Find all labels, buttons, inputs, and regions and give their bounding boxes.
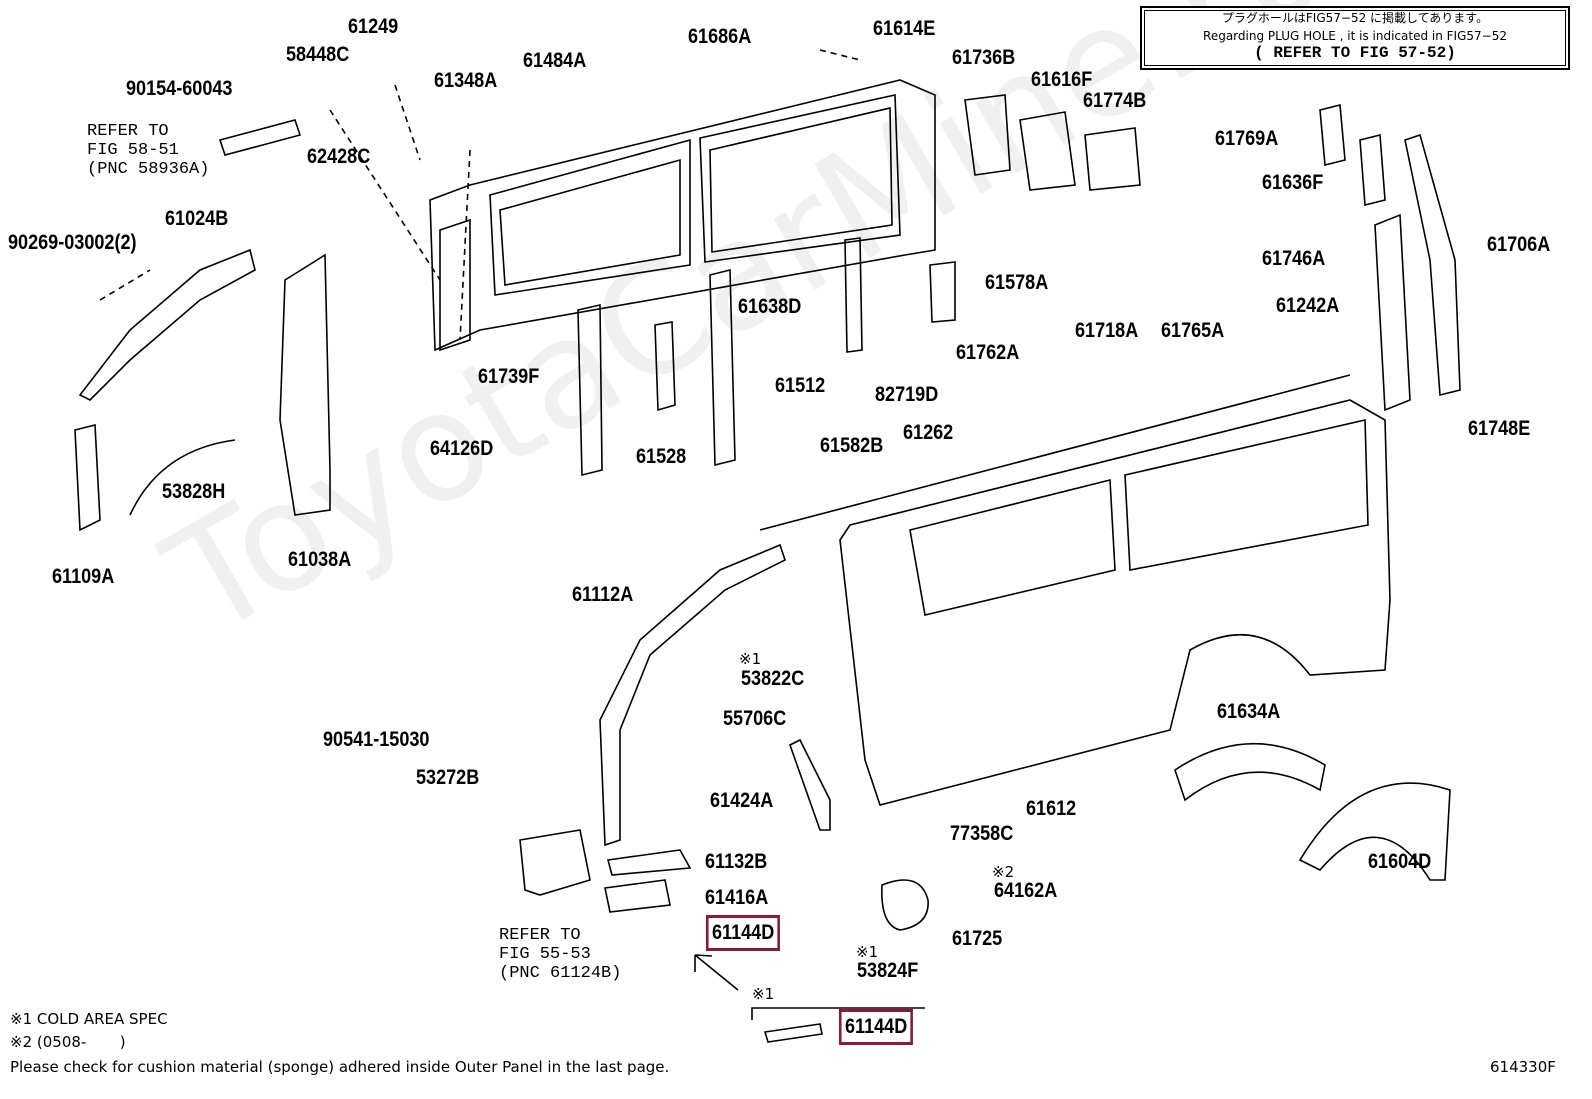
panel-61424a-drawing (789, 738, 831, 831)
part-label-61262[interactable]: 61262 (903, 421, 954, 444)
panel-61132b-drawing (606, 849, 692, 876)
part-label-61132b[interactable]: 61132B (705, 850, 768, 873)
part-label-61578a[interactable]: 61578A (985, 271, 1049, 294)
part-label-53822c[interactable]: 53822C (741, 667, 805, 690)
leader-lines (99, 49, 861, 341)
part-label-53824f[interactable]: 53824F (857, 959, 919, 982)
part-label-53828h[interactable]: 53828H (162, 480, 226, 503)
part-label-61614e[interactable]: 61614E (873, 17, 936, 40)
note-mark-1: ※1 (856, 943, 879, 961)
notice-japanese: プラグホールはFIG57−52 に掲載してあります。 (1221, 11, 1489, 25)
pillar-61512-drawing (709, 268, 736, 467)
part-label-58448c[interactable]: 58448C (286, 43, 350, 66)
part-label-61638d[interactable]: 61638D (738, 295, 802, 318)
part-label-61612[interactable]: 61612 (1026, 797, 1077, 820)
part-label-55706c[interactable]: 55706C (723, 707, 787, 730)
part-label-61249[interactable]: 61249 (348, 15, 399, 38)
part-label-61636f[interactable]: 61636F (1262, 171, 1324, 194)
footnote-date-range: ※2 (0508- ) (10, 1033, 126, 1051)
part-label-61242a[interactable]: 61242A (1276, 294, 1340, 317)
pillar-61109a-drawing (74, 423, 101, 532)
notice-reference: ( REFER TO FIG 57-52) (1254, 44, 1456, 62)
pointer-arrow-drawing (694, 954, 739, 991)
part-label-61416a[interactable]: 61416A (705, 886, 769, 909)
bracket-61636f-drawing (1359, 133, 1386, 207)
part-label-61582b[interactable]: 61582B (820, 434, 884, 457)
pillar-61024b-drawing (78, 248, 256, 401)
note-mark-1: ※1 (739, 650, 762, 668)
part-label-61746a[interactable]: 61746A (1262, 247, 1326, 270)
part-label-61109a[interactable]: 61109A (52, 565, 115, 588)
side-outer-panel-drawing (759, 374, 1391, 806)
panel-61416a-drawing (604, 879, 671, 913)
pillar-61739f-drawing (577, 304, 603, 477)
panel-61774b-drawing (1084, 127, 1141, 191)
part-label-61774b[interactable]: 61774B (1083, 89, 1147, 112)
part-label-90541-15030[interactable]: 90541-15030 (323, 728, 430, 751)
part-label-61144d-cold-area-highlighted[interactable]: 61144D (838, 1009, 914, 1045)
part-label-61024b[interactable]: 61024B (165, 207, 229, 230)
pillar-61706a-drawing (1404, 133, 1461, 397)
pillar-61112a-drawing (599, 543, 786, 847)
part-label-61144d-highlighted[interactable]: 61144D (705, 915, 781, 951)
part-label-61769a[interactable]: 61769A (1215, 127, 1279, 150)
part-label-61424a[interactable]: 61424A (710, 789, 774, 812)
part-label-64126d[interactable]: 64126D (430, 437, 494, 460)
bracket-58936a-drawing (218, 119, 302, 156)
part-label-61528[interactable]: 61528 (636, 445, 687, 468)
panel-61616f-drawing (1019, 111, 1076, 191)
part-label-61748e[interactable]: 61748E (1468, 417, 1531, 440)
part-label-82719d[interactable]: 82719D (875, 383, 939, 406)
part-label-61604d[interactable]: 61604D (1368, 850, 1432, 873)
part-label-61348a[interactable]: 61348A (434, 69, 498, 92)
pillar-61528-drawing (654, 321, 676, 412)
bracket-61578a-drawing (929, 261, 956, 323)
part-label-61762a[interactable]: 61762A (956, 341, 1020, 364)
pillar-61746a-drawing (1374, 213, 1411, 412)
wheelhouse-61604d-drawing (1298, 782, 1451, 881)
roof-inner-panel-drawing (429, 79, 936, 352)
panel-61736b-drawing (964, 94, 1011, 176)
part-label-77358c[interactable]: 77358C (950, 822, 1014, 845)
plug-hole-notice: プラグホールはFIG57−52 に掲載してあります。 Regarding PLU… (1140, 6, 1570, 70)
part-label-61725[interactable]: 61725 (952, 927, 1003, 950)
part-label-61686a[interactable]: 61686A (688, 25, 752, 48)
part-label-61634a[interactable]: 61634A (1217, 700, 1281, 723)
part-label-61038a[interactable]: 61038A (288, 548, 352, 571)
note-mark-1: ※1 (752, 985, 775, 1003)
notice-english: Regarding PLUG HOLE , it is indicated in… (1203, 29, 1507, 43)
figure-code: 614330F (1490, 1058, 1556, 1076)
part-label-61484a[interactable]: 61484A (523, 49, 587, 72)
wheelhouse-61634a-drawing (1174, 742, 1326, 802)
trim-53828h-drawing (129, 439, 236, 516)
part-label-61512[interactable]: 61512 (775, 374, 826, 397)
footnote-cushion-material: Please check for cushion material (spong… (10, 1058, 670, 1076)
part-label-61616f[interactable]: 61616F (1031, 68, 1093, 91)
reference-fig-58-51[interactable]: REFER TO FIG 58-51 (PNC 58936A) (87, 122, 210, 179)
part-label-61736b[interactable]: 61736B (952, 46, 1016, 69)
box-61124b-drawing (519, 829, 591, 896)
part-label-61765a[interactable]: 61765A (1161, 319, 1225, 342)
bracket-61769a-drawing (1319, 103, 1346, 167)
pillar-61038a-drawing (279, 253, 331, 516)
part-label-90269-03002[interactable]: 90269-03002(2) (8, 231, 137, 254)
bracket-61144d-drawing (763, 1023, 823, 1043)
part-label-61718a[interactable]: 61718A (1075, 319, 1139, 342)
part-label-62428c[interactable]: 62428C (307, 145, 371, 168)
part-label-61739f[interactable]: 61739F (478, 365, 540, 388)
footnote-cold-area: ※1 COLD AREA SPEC (10, 1010, 168, 1028)
reference-fig-55-53[interactable]: REFER TO FIG 55-53 (PNC 61124B) (499, 926, 622, 983)
part-label-53272b[interactable]: 53272B (416, 766, 480, 789)
part-label-61112a[interactable]: 61112A (572, 583, 634, 606)
note-mark-2: ※2 (992, 863, 1015, 881)
fuel-lid-61725-drawing (881, 879, 929, 931)
pillar-61638d-drawing (844, 237, 863, 353)
part-label-61706a[interactable]: 61706A (1487, 233, 1551, 256)
part-label-90154-60043[interactable]: 90154-60043 (126, 77, 233, 100)
bracket-note-line (751, 1007, 925, 1020)
part-label-64162a[interactable]: 64162A (994, 879, 1058, 902)
